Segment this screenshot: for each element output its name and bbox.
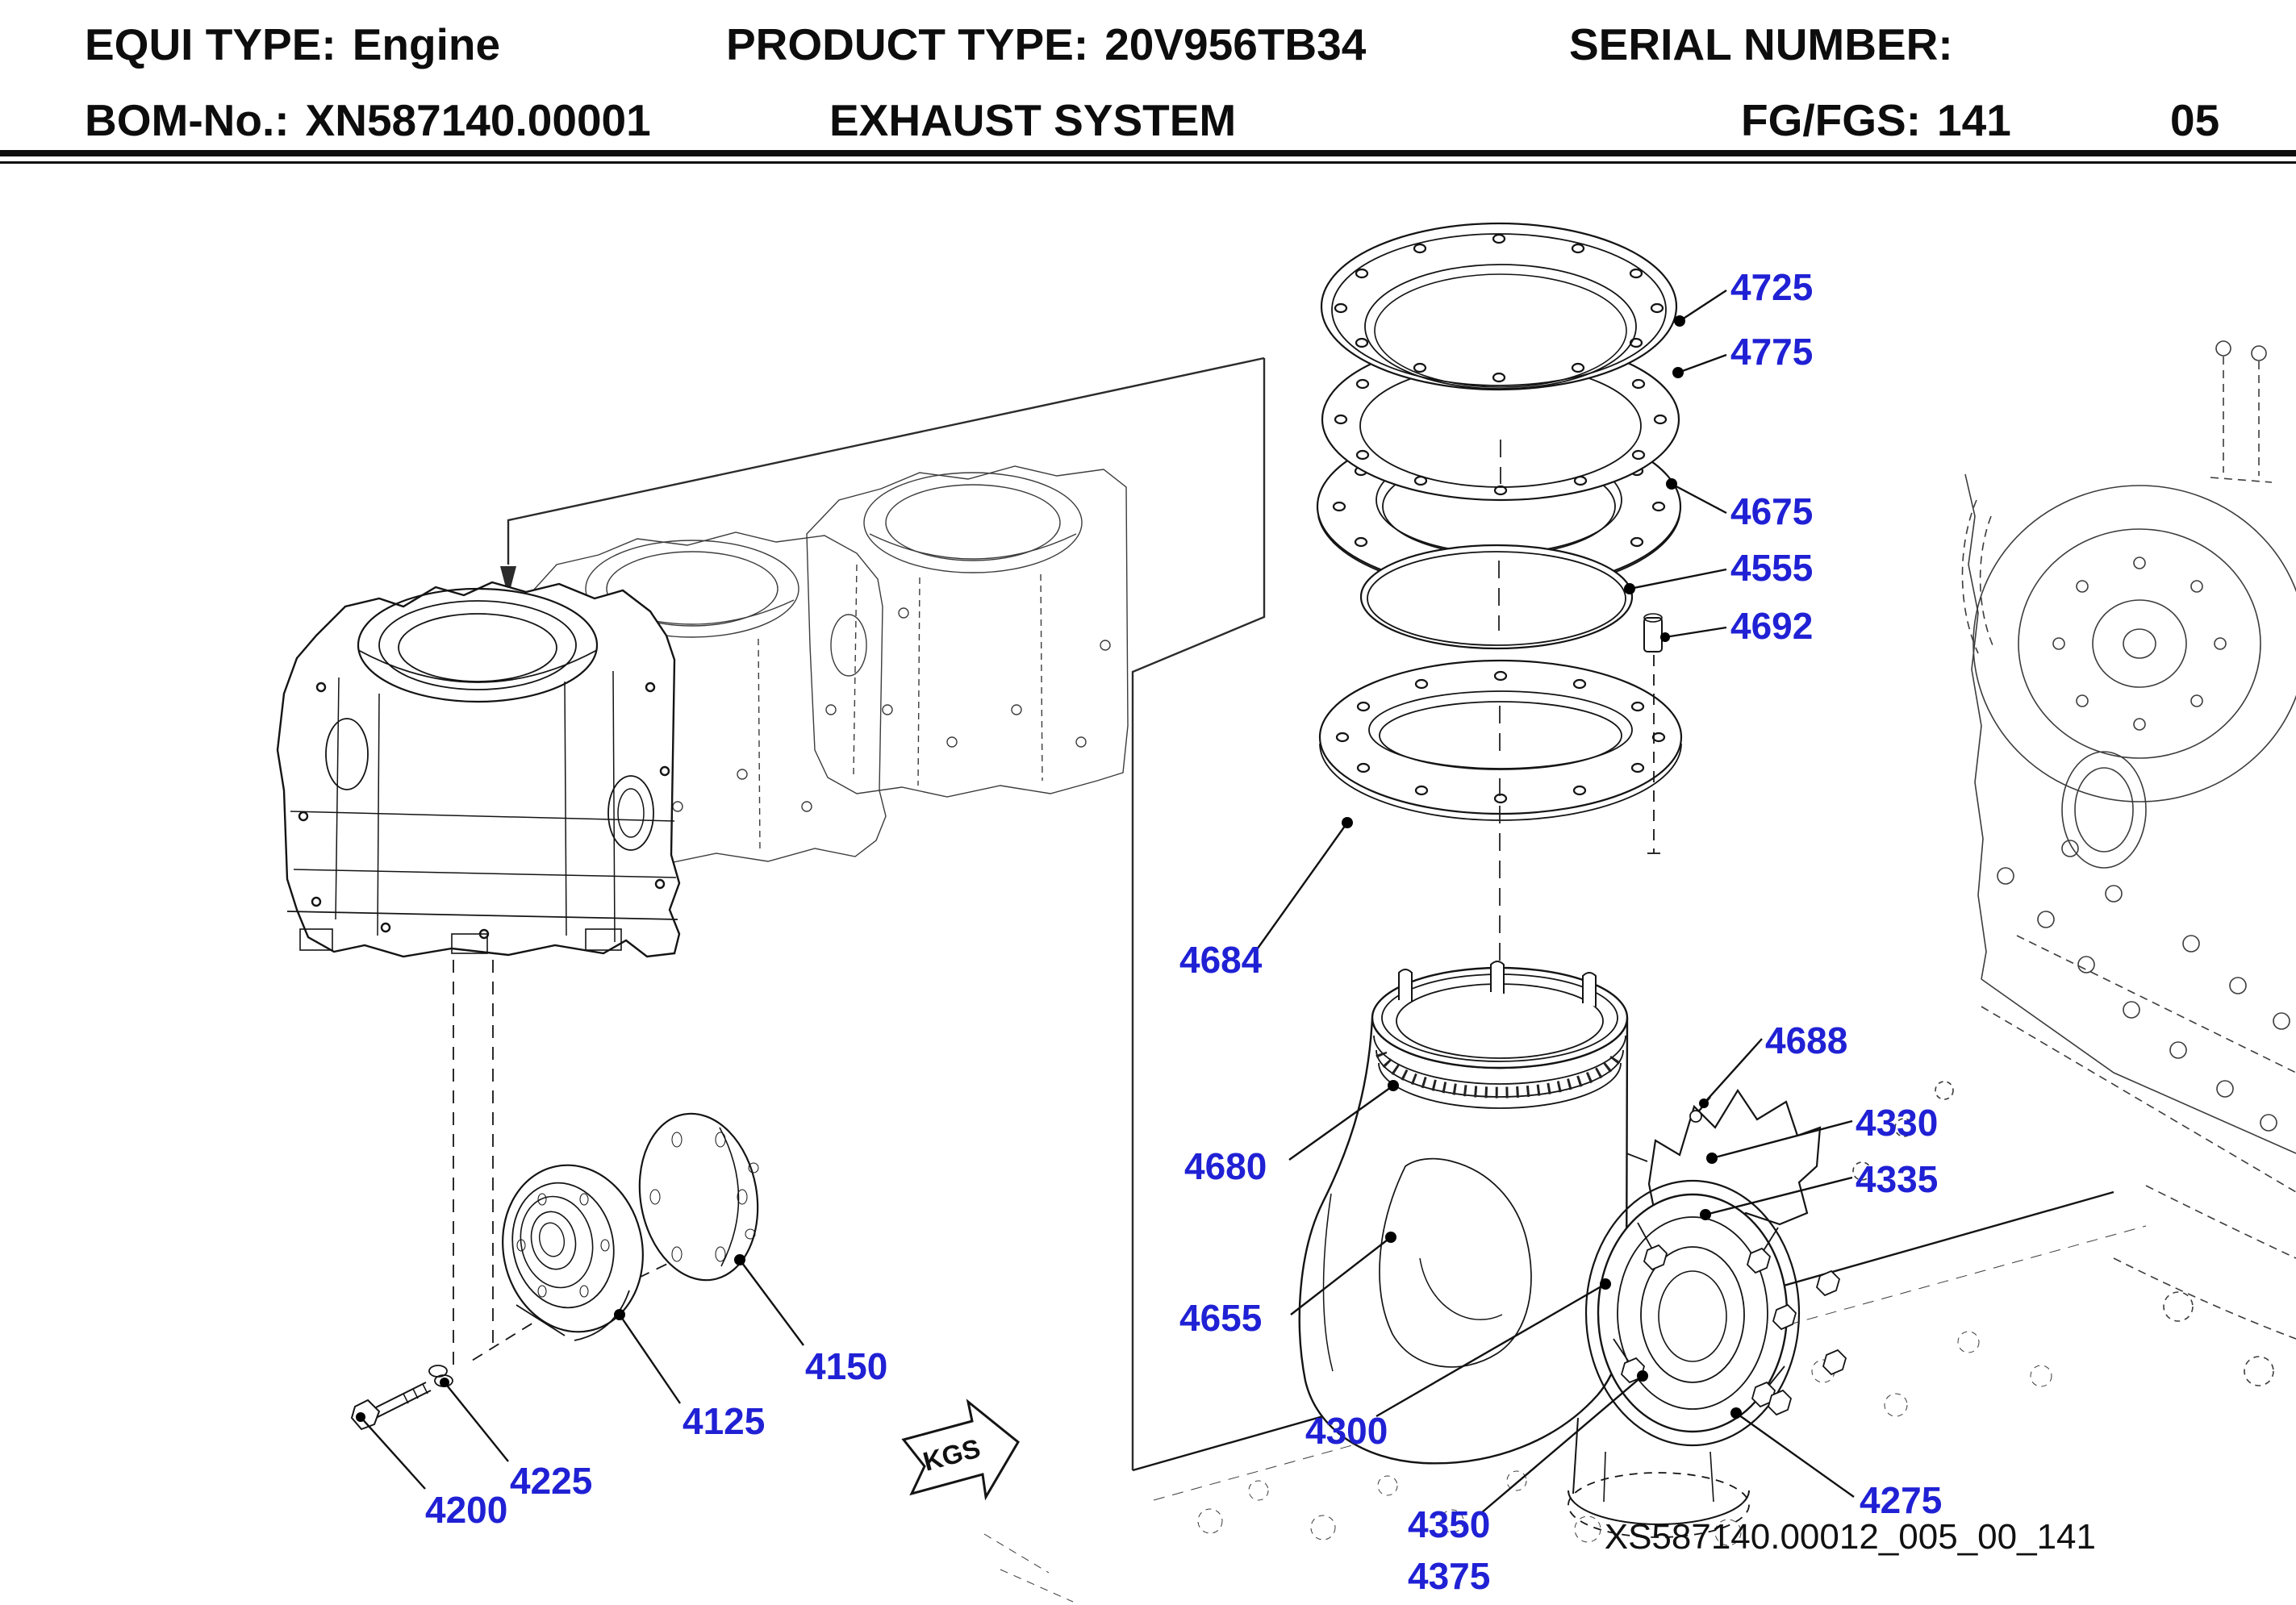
part-label-4692: 4692	[1730, 605, 1813, 647]
mounting-flange-group	[1568, 1088, 1847, 1546]
pin-4692	[1643, 613, 1663, 854]
part-label-4335: 4335	[1856, 1158, 1938, 1200]
pointer-arrowhead-icon	[500, 566, 516, 597]
part-label-4200: 4200	[425, 1489, 507, 1531]
left-small-parts	[350, 960, 759, 1431]
flange-ring-4684	[1318, 659, 1683, 821]
part-labels: 4725 4775 4675 4555 4692 4684 4688 4330 …	[425, 266, 1942, 1597]
part-label-4225: 4225	[510, 1460, 592, 1502]
system-name: EXHAUST SYSTEM	[829, 95, 1236, 145]
kgs-flow-arrow-icon: KGS	[901, 1399, 1020, 1501]
part-label-4555: 4555	[1730, 547, 1813, 589]
outlet-flange-4125	[502, 1164, 644, 1341]
flange-ring-stack	[1316, 222, 1683, 964]
part-label-4775: 4775	[1730, 331, 1813, 373]
detail-panel-frame	[500, 356, 1266, 1470]
engine-block-sketch	[1852, 340, 2296, 1386]
part-label-4680: 4680	[1184, 1145, 1267, 1187]
fg-fgs: FG/FGS:141	[1741, 95, 2011, 145]
bolt-heads	[1852, 840, 2290, 1181]
bolt-4200	[350, 1382, 432, 1431]
header-divider-thin	[0, 161, 2296, 164]
part-label-4350: 4350	[1408, 1503, 1490, 1545]
drawing-reference: XS587140.00012_005_00_141	[1605, 1517, 2096, 1557]
part-label-4125: 4125	[683, 1400, 765, 1442]
header-divider	[0, 150, 2296, 156]
serial-number: SERIAL NUMBER:	[1569, 19, 1953, 69]
part-label-4375: 4375	[1408, 1555, 1490, 1597]
part-label-4150: 4150	[805, 1345, 887, 1387]
page-header: EQUI TYPE:Engine PRODUCT TYPE:20V956TB34…	[0, 19, 2296, 164]
gearbox-housing-back-right	[806, 465, 1129, 798]
sheet-number: 05	[2170, 95, 2219, 145]
seal-ring-4555	[1359, 544, 1634, 650]
part-label-4330: 4330	[1856, 1102, 1938, 1144]
part-label-4300: 4300	[1305, 1410, 1388, 1452]
part-label-4675: 4675	[1730, 490, 1813, 532]
nuts-4275	[1767, 1269, 1847, 1416]
pointer-line	[507, 356, 1265, 565]
cover-plate-4150	[638, 1112, 759, 1282]
equi-type: EQUI TYPE:Engine	[85, 19, 500, 69]
cover-ring-4725	[1320, 222, 1678, 391]
part-label-4725: 4725	[1730, 266, 1813, 308]
clamp-ring-4335	[1584, 1179, 1801, 1447]
gearbox-housing-front	[276, 581, 681, 958]
bom-number: BOM-No.:XN587140.00001	[85, 95, 651, 145]
centerline	[1498, 440, 1501, 964]
part-label-4684: 4684	[1179, 939, 1263, 981]
product-type: PRODUCT TYPE:20V956TB34	[726, 19, 1367, 69]
part-label-4275: 4275	[1860, 1479, 1942, 1521]
part-label-4688: 4688	[1765, 1019, 1847, 1061]
part-label-4655: 4655	[1179, 1297, 1262, 1339]
leader-lines	[356, 289, 1855, 1514]
exhaust-elbow	[1298, 961, 1648, 1465]
